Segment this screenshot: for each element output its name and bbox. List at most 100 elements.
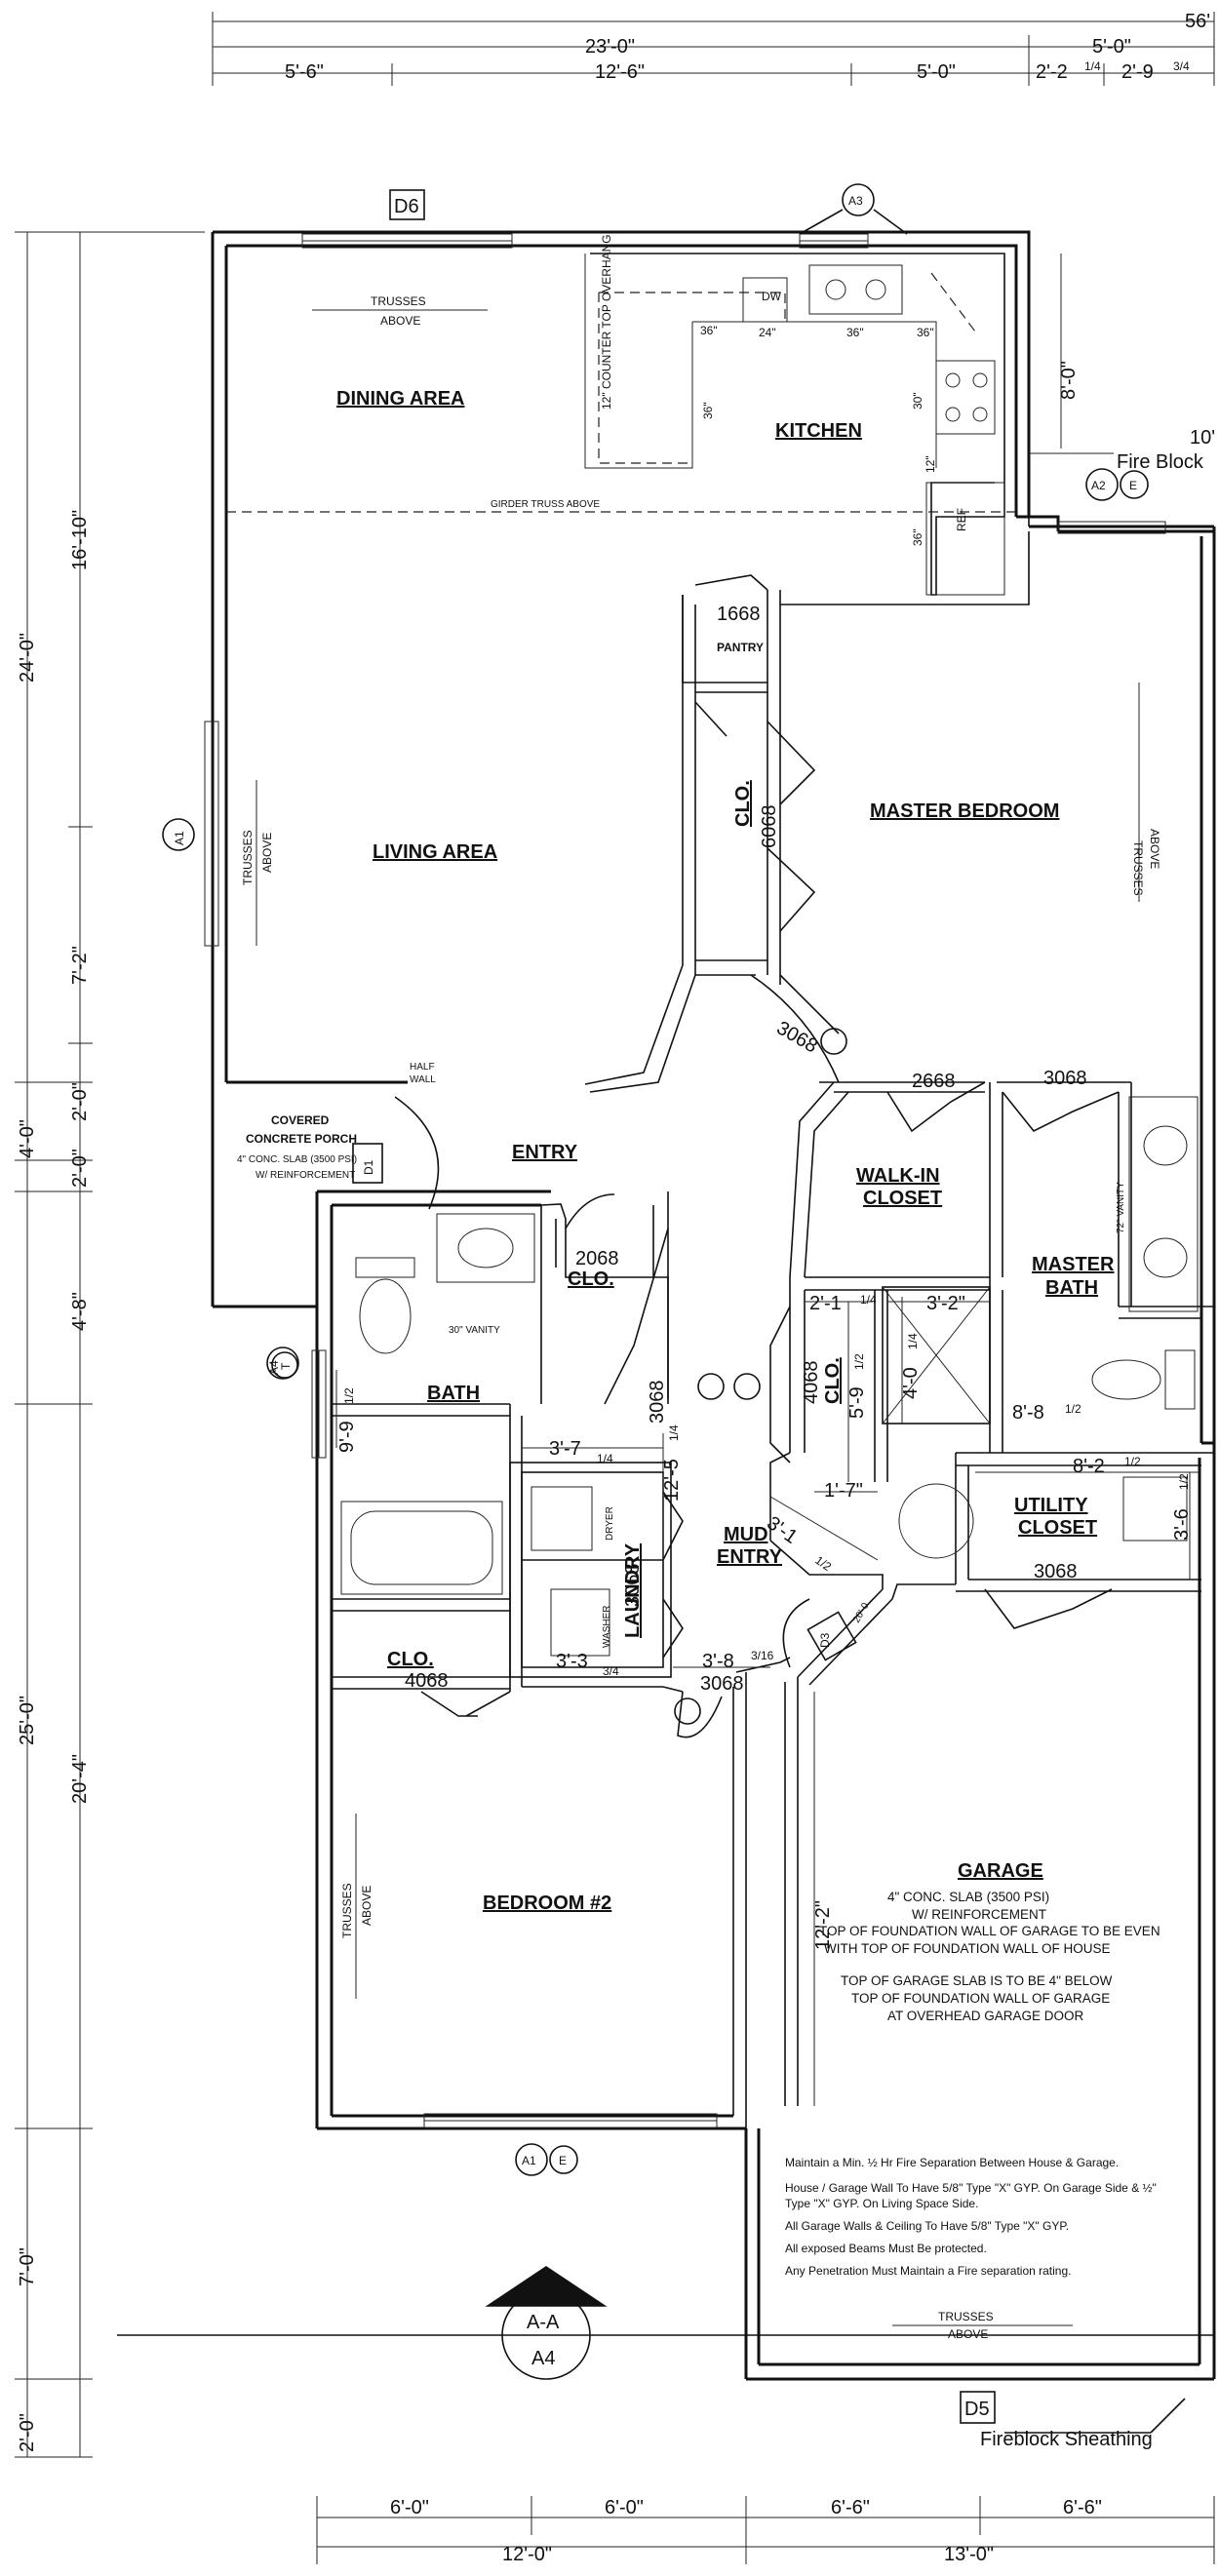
idim-4ft0: 4'-0 [900,1367,922,1399]
idim-5ft9-frac: 1/2 [852,1353,866,1370]
idim-8ft2-frac: 1/2 [1124,1455,1141,1468]
room-mud-entry-2: ENTRY [717,1546,783,1568]
door-laundry: 3068 [622,1564,644,1608]
idim-5ft9: 5'-9 [846,1386,868,1419]
room-master-bedroom: MASTER BEDROOM [870,800,1059,822]
tag-a1-circle [162,818,195,851]
co-detector-icon [733,1373,761,1400]
dim-b-6ft6-b: 6'-6" [1063,2497,1102,2518]
windows [204,233,1166,2128]
tag-d6: D6 [394,196,419,217]
door-pantry: 1668 [717,604,761,625]
vanity-icon [436,1213,535,1283]
tag-a3-circle [842,183,875,216]
tag-e-bottom-circle [549,2145,578,2174]
dim-4ft: 4'-0" [17,1119,38,1158]
tag-t-circle [271,1351,298,1379]
porch-label-3: 4" CONC. SLAB (3500 PSI) [237,1154,357,1165]
smoke-detector-icon [697,1373,725,1400]
idim-1ft7: 1'-7" [824,1480,863,1502]
porch-label-2: CONCRETE PORCH [246,1132,357,1146]
fire-note-2: House / Garage Wall To Have 5/8" Type "X… [785,2181,1157,2195]
dim-b-13ft: 13'-0" [944,2544,994,2565]
door-bath: 3068 [647,1381,668,1425]
burner-icon [972,407,988,422]
room-master-bath-1: MASTER [1032,1254,1115,1275]
tag-a2: A2 [1091,479,1106,492]
door-swings [394,574,1120,1738]
dishwasher-label: DW [762,290,782,303]
room-bed-clo: CLO. [387,1649,434,1670]
porch-label-1: COVERED [271,1113,330,1127]
door-master-bath: 3068 [1043,1068,1087,1089]
toilet-icon [359,1278,412,1354]
dim-2ft2-frac: 1/4 [1084,59,1101,73]
room-master-bath-2: BATH [1045,1277,1098,1299]
dim-20ft4: 20'-4" [69,1754,91,1804]
kitchen-36c: 36" [917,326,934,339]
door-marker-icon [820,1028,847,1055]
master-toilet-icon [1091,1359,1161,1400]
dryer-label: DRYER [605,1506,615,1541]
interior-dim-lines [335,1297,1199,2106]
garage-top-2: WITH TOP OF FOUNDATION WALL OF HOUSE [824,1941,1111,1956]
kitchen-12: 12" [924,455,937,473]
room-walkin-2: CLOSET [863,1188,942,1209]
idim-3ft1: 3'-1 [763,1512,801,1548]
tag-e-circle [1120,470,1149,499]
room-utility-2: CLOSET [1018,1517,1097,1539]
room-walkin-1: WALK-IN [856,1165,940,1187]
vanity-72-label: 72" VANITY [1116,1182,1126,1233]
room-bath-clo: CLO. [568,1268,614,1290]
tag-d1: D1 [362,1159,375,1175]
idim-12ft5: 12'-5 [661,1459,683,1502]
garage-top-1: TOP OF FOUNDATION WALL OF GARAGE TO BE E… [819,1924,1160,1938]
dim-2ft9: 2'-9 [1121,61,1154,83]
idim-3ft7: 3'-7 [549,1438,581,1460]
idim-3ft7-frac: 1/4 [597,1452,613,1465]
vanity-30-label: 30" VANITY [449,1325,500,1336]
fire-note-1: Maintain a Min. ½ Hr Fire Separation Bet… [785,2156,1119,2169]
kitchen-30: 30" [911,392,924,410]
door-mud-clo: 4068 [801,1361,822,1405]
idim-3ft8: 3'-8 [702,1651,734,1672]
door-bed: 3068 [700,1673,744,1695]
fire-block-label: Fire Block [1117,451,1204,473]
fire-block-10: 10' [1190,427,1215,449]
master-toilet-tank-icon [1164,1349,1196,1410]
bath-fixtures [340,1096,1199,1657]
dishwasher-icon [742,277,788,323]
kitchen-36d: 36" [701,402,715,419]
section-arrow-icon [485,2266,608,2307]
room-master-clo: CLO. [732,780,754,827]
refrigerator-icon [925,482,1005,596]
room-bath: BATH [427,1383,480,1404]
idim-3ft3: 3'-3 [556,1651,588,1672]
kitchen-24: 24" [759,326,776,339]
kitchen-8ft: 8'-0" [1058,361,1080,400]
burner-icon [945,407,961,422]
tag-a4-t: T [279,1362,293,1370]
tag-d3-box [806,1611,857,1661]
dim-2ft-a: 2'-0" [69,1082,91,1121]
room-entry: ENTRY [512,1142,578,1163]
door-walkin: 2668 [912,1071,956,1092]
garage-slab-2: TOP OF FOUNDATION WALL OF GARAGE [851,1991,1110,2006]
dim-23ft: 23'-0" [585,36,635,58]
garage-slab-3: AT OVERHEAD GARAGE DOOR [887,2009,1084,2023]
room-living: LIVING AREA [373,841,497,863]
idim-12ft2: 12'-2" [812,1900,834,1950]
half-wall-1: HALF [410,1062,435,1073]
dim-b-6ft-b: 6'-0" [605,2497,644,2518]
tag-a2-e: E [1129,479,1137,492]
idim-2ft1: 2'-1 [809,1293,842,1314]
counter-overhang-label: 12" COUNTER TOP OVERHANG [600,234,613,410]
idim-8ft8-frac: 1/2 [1065,1402,1081,1416]
tag-a4-circle [266,1347,299,1380]
washer-label: WASHER [602,1605,612,1648]
tag-d3: D3 [818,1632,832,1648]
exterior-walls [211,230,1216,2381]
idim-3ft6: 3'-6 [1171,1508,1193,1541]
room-kitchen: KITCHEN [775,420,862,442]
